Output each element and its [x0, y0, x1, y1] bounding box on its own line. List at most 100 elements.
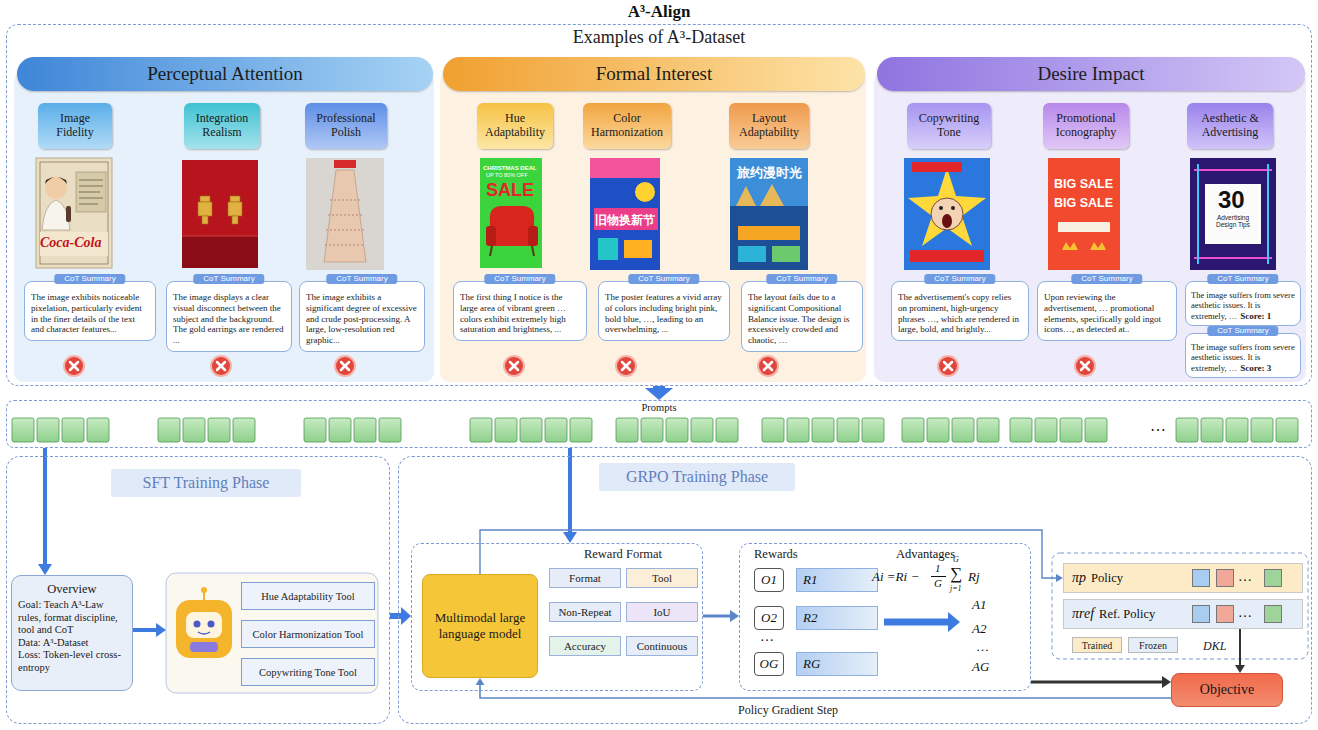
design-tips-poster-image	[1190, 158, 1276, 270]
christmas-poster-image	[480, 158, 542, 268]
annotation-text: …	[1238, 570, 1252, 584]
reject-icon	[758, 356, 778, 376]
dress-product-image	[306, 158, 384, 270]
reward-type-box: Accuracy	[549, 636, 621, 656]
christmas-poster-image	[490, 206, 535, 246]
cot-card: CoT SummaryThe image displays a clear vi…	[166, 281, 292, 352]
score-card: CoT SummaryThe image suffers from severe…	[1185, 281, 1301, 326]
objective-box: Objective	[1171, 673, 1283, 707]
earring-product-image	[202, 216, 208, 224]
dimension-box: Aesthetic & Advertising	[1187, 103, 1273, 149]
box-text: Hue Adaptability Tool	[261, 591, 355, 602]
reward-bar: RG	[796, 652, 878, 676]
prompt-strip: Prompts	[6, 400, 1312, 448]
reward-type-box: Continuous	[626, 636, 698, 656]
reward-bar: R1	[796, 568, 878, 592]
prompt-token	[158, 418, 180, 442]
cot-text: The layout fails due to a significant Co…	[748, 292, 856, 346]
cot-text: The advertisement's copy relies on promi…	[898, 292, 1022, 335]
connector-arrow	[568, 448, 572, 532]
reject-icon	[211, 356, 231, 376]
travel-poster-image	[730, 158, 808, 270]
tool-box: Copywriting Tone Tool	[241, 658, 375, 686]
annotation-text: 1	[935, 563, 941, 574]
prompt-token	[304, 418, 326, 442]
flow-arrow	[884, 619, 948, 626]
overview-text: Data: A³-Dataset	[18, 637, 126, 650]
reject-icon	[211, 356, 231, 376]
legend-swatch: Frozen	[1128, 637, 1178, 653]
prompt-token	[862, 418, 884, 442]
connector-arrow	[480, 685, 1171, 698]
cot-card: CoT SummaryThe advertisement's copy reli…	[891, 281, 1029, 341]
category-heading: Formal Interest	[443, 57, 865, 91]
prompt-token	[691, 418, 713, 442]
box-text: R1	[803, 572, 817, 588]
prompt-token	[570, 418, 592, 442]
prompt-token	[716, 418, 738, 442]
prompt-token	[545, 418, 567, 442]
prompt-token	[208, 418, 230, 442]
cot-text: The image exhibits noticeable pixelation…	[31, 292, 149, 335]
dimension-box: Promotional Iconography	[1043, 103, 1129, 149]
poster-text: Advertising Design Tips	[1207, 214, 1259, 228]
reject-icon	[616, 356, 636, 376]
box-text: O1	[761, 572, 777, 588]
earring-product-image	[198, 202, 212, 216]
earring-product-image	[182, 236, 258, 268]
earring-product-image	[228, 202, 242, 216]
poster-text: Coca-Cola	[40, 236, 101, 250]
christmas-poster-image	[528, 226, 538, 246]
connector-label: Policy Gradient Step	[735, 704, 841, 717]
policy-name: Policy	[1091, 571, 1123, 586]
prompt-token	[812, 418, 834, 442]
colorful-poster-image	[590, 158, 660, 270]
cot-tag: CoT Summary	[1207, 274, 1278, 284]
sale-poster-image	[1048, 158, 1120, 270]
score-text: Score: 1	[1240, 311, 1271, 321]
annotation-text: …	[1150, 418, 1166, 434]
dimension-box: Integration Realism	[184, 103, 260, 149]
cot-tag: CoT Summary	[1207, 326, 1278, 336]
prompt-token	[1176, 418, 1198, 442]
cot-tag: CoT Summary	[193, 274, 264, 284]
dimension-box: Layout Adaptability	[729, 103, 809, 149]
prompt-token	[379, 418, 401, 442]
prompt-token	[977, 418, 999, 442]
earring-product-image	[182, 236, 258, 237]
box-text: Multimodal large language model	[429, 610, 531, 641]
score-text: Score: 3	[1240, 363, 1271, 373]
box-text: Tool	[652, 572, 672, 584]
diagram-title: A³-Align	[0, 2, 1318, 22]
dress-product-image	[334, 160, 356, 168]
earring-product-image	[232, 216, 238, 224]
dashed-group: Multimodal large language modelFormatToo…	[411, 543, 703, 691]
policy-group-outline	[1052, 553, 1308, 659]
cot-card: CoT SummaryThe poster features a vivid a…	[598, 281, 730, 341]
score-card: CoT SummaryThe image suffers from severe…	[1185, 333, 1301, 378]
prompt-tokens	[12, 418, 1298, 442]
travel-poster-image	[730, 206, 808, 270]
copywriting-poster-image	[951, 206, 955, 210]
reject-icon	[764, 362, 772, 370]
box-text: Color Harmonization Tool	[252, 629, 363, 640]
travel-poster-image	[730, 158, 808, 270]
robot-icon	[194, 621, 201, 628]
reward-type-box: Non-Repeat	[549, 602, 621, 622]
legend-text: Trained	[1082, 640, 1113, 651]
box-text: Integration Realism	[187, 112, 257, 140]
dimension-box: Hue Adaptability	[477, 103, 553, 149]
box-text: O2	[761, 610, 777, 626]
annotation-text: A2	[972, 622, 986, 635]
reject-icon	[616, 356, 636, 376]
policy-name: Ref. Policy	[1099, 607, 1155, 622]
token-square	[1216, 605, 1234, 623]
copywriting-poster-image	[912, 162, 962, 172]
output-box: O2	[754, 606, 784, 630]
phase-heading: SFT Training Phase	[111, 469, 301, 497]
box-text: Promotional Iconography	[1046, 112, 1126, 140]
panel-ground	[440, 72, 866, 382]
prompt-token	[37, 418, 59, 442]
connector-arrow	[1239, 629, 1241, 665]
poster-text: BIG SALE	[1054, 178, 1113, 191]
